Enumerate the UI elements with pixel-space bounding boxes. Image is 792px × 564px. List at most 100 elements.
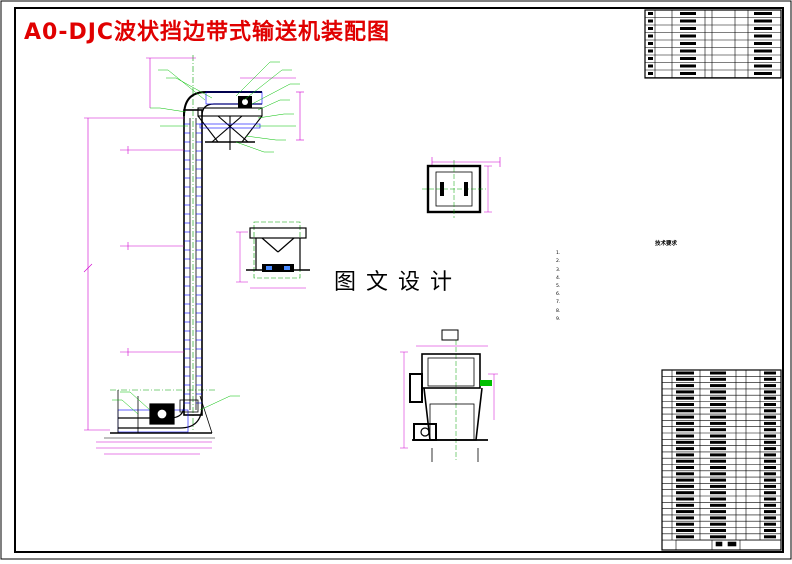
part-spec-mark xyxy=(710,535,726,539)
part-qty-mark xyxy=(764,415,776,419)
table-mark xyxy=(680,49,696,53)
leader-line xyxy=(243,69,283,101)
leader-line xyxy=(199,395,231,411)
part-qty-mark xyxy=(764,472,776,476)
leader-line xyxy=(251,83,291,105)
table-mark xyxy=(680,57,696,60)
part-spec-mark xyxy=(710,440,726,444)
table-mark xyxy=(754,34,772,38)
part-qty-mark xyxy=(764,497,776,501)
table-mark xyxy=(680,72,696,75)
part-spec-mark xyxy=(710,491,726,495)
table-mark xyxy=(754,42,772,45)
part-qty-mark xyxy=(764,516,776,520)
part-spec-mark xyxy=(710,421,726,425)
table-mark xyxy=(648,34,653,38)
inner-border xyxy=(14,7,784,553)
table-mark xyxy=(680,12,696,15)
part-spec-mark xyxy=(710,390,726,394)
technical-note-6: 6. xyxy=(556,292,561,298)
technical-note-2: 2. xyxy=(556,259,561,265)
part-spec-mark xyxy=(710,484,726,488)
table-mark xyxy=(648,64,653,68)
part-name-mark xyxy=(676,535,694,539)
part-name-mark xyxy=(676,403,694,406)
part-qty-mark xyxy=(764,409,776,413)
table-mark xyxy=(648,72,653,75)
part-name-mark xyxy=(676,459,694,463)
part-name-mark xyxy=(676,484,694,488)
part-name-mark xyxy=(676,478,694,482)
leader-line xyxy=(167,69,206,101)
part-qty-mark xyxy=(764,390,776,394)
part-name-mark xyxy=(676,396,694,400)
part-name-mark xyxy=(676,440,694,444)
part-name-mark xyxy=(676,447,694,451)
table-mark xyxy=(754,64,772,68)
part-name-mark xyxy=(676,415,694,419)
part-spec-mark xyxy=(710,497,726,501)
part-qty-mark xyxy=(764,396,776,400)
part-spec-mark xyxy=(710,529,726,532)
part-qty-mark xyxy=(764,371,776,375)
title-block xyxy=(675,539,782,551)
part-qty-mark xyxy=(764,484,776,488)
drawing-title: A0-DJC波状挡边带式输送机装配图 xyxy=(24,20,391,45)
table-mark xyxy=(648,27,653,30)
technical-note-4: 4. xyxy=(556,275,561,281)
part-name-mark xyxy=(676,377,694,381)
part-qty-mark xyxy=(764,384,776,388)
leader-line xyxy=(129,391,151,411)
part-qty-mark xyxy=(764,478,776,482)
part-spec-mark xyxy=(710,396,726,400)
parts-list-table xyxy=(661,369,782,551)
table-mark xyxy=(754,49,772,53)
part-spec-mark xyxy=(710,403,726,406)
part-spec-mark xyxy=(710,503,726,507)
part-spec-mark xyxy=(710,510,726,514)
part-name-mark xyxy=(676,421,694,425)
hopper-view xyxy=(400,329,498,462)
table-mark xyxy=(680,64,696,68)
leader-line xyxy=(159,107,187,113)
part-spec-mark xyxy=(710,377,726,381)
part-qty-mark xyxy=(764,503,776,507)
part-name-mark xyxy=(676,384,694,388)
part-spec-mark xyxy=(710,384,726,388)
part-name-mark xyxy=(676,428,694,432)
part-qty-mark xyxy=(764,434,776,438)
part-spec-mark xyxy=(710,371,726,375)
part-name-mark xyxy=(676,371,694,375)
technical-note-5: 5. xyxy=(556,284,561,290)
table-mark xyxy=(680,34,696,38)
part-spec-mark xyxy=(710,434,726,438)
part-name-mark xyxy=(676,434,694,438)
part-name-mark xyxy=(676,466,694,469)
part-spec-mark xyxy=(710,428,726,432)
table-mark xyxy=(648,19,653,23)
technical-notes: 技术要求 1. 2. 3. 4. 5. 6. 7. 8. 9. xyxy=(556,240,776,324)
part-spec-mark xyxy=(710,447,726,451)
part-qty-mark xyxy=(764,510,776,514)
part-qty-mark xyxy=(764,459,776,463)
top-right-table xyxy=(644,9,782,79)
table-mark xyxy=(648,42,653,45)
part-qty-mark xyxy=(764,440,776,444)
table-mark xyxy=(754,27,772,30)
table-mark xyxy=(680,42,696,45)
table-mark xyxy=(680,27,696,30)
part-name-mark xyxy=(676,453,694,457)
part-spec-mark xyxy=(710,466,726,469)
technical-note-7: 7. xyxy=(556,300,561,306)
leader-lines xyxy=(112,61,300,415)
part-qty-mark xyxy=(764,403,776,406)
part-qty-mark xyxy=(764,421,776,425)
part-qty-mark xyxy=(764,447,776,451)
part-qty-mark xyxy=(764,377,776,381)
part-spec-mark xyxy=(710,409,726,413)
leader-line xyxy=(245,135,277,141)
part-spec-mark xyxy=(710,453,726,457)
end-view xyxy=(236,221,310,289)
part-name-mark xyxy=(676,472,694,476)
